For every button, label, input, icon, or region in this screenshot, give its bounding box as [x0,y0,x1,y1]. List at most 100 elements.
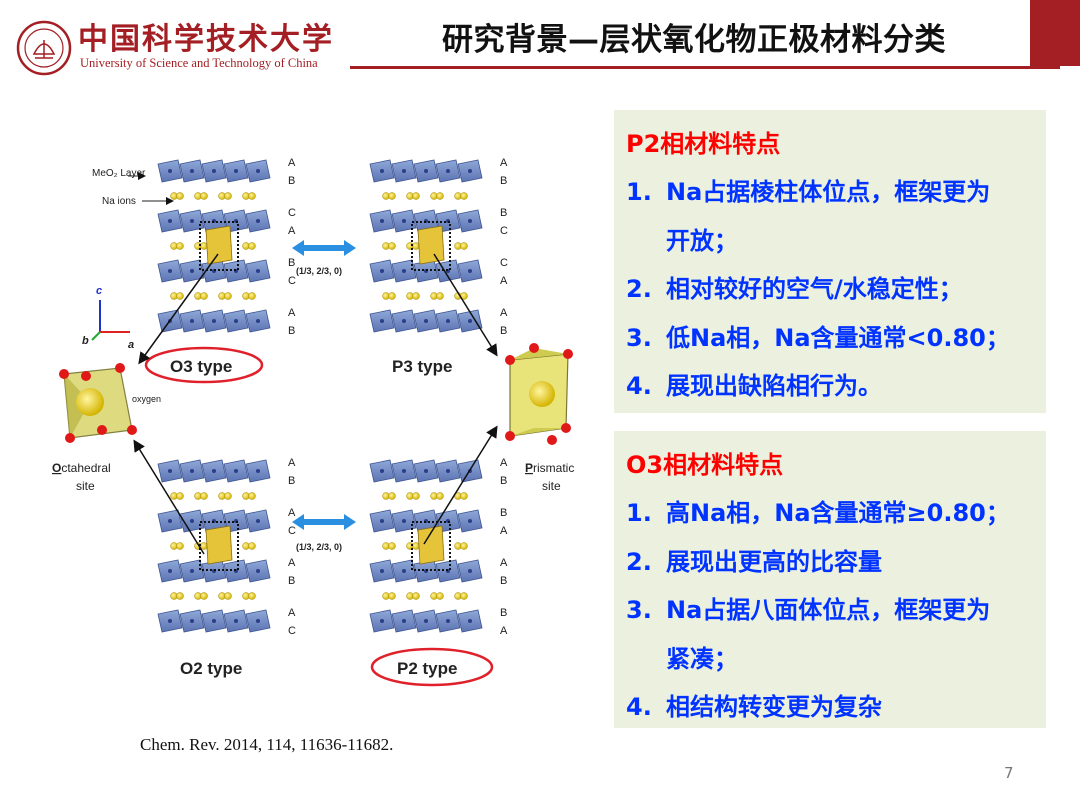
stacking-letter: A [288,307,296,319]
na-ion [388,242,396,250]
na-ion [436,592,444,600]
na-ion [460,492,468,500]
meo2-slab [157,509,271,533]
list-item: 3.低Na相，Na含量通常<0.80； [626,323,1010,352]
meo2-slab [369,309,483,333]
na-ion [176,592,184,600]
o2-type-label: O2 type [180,659,242,678]
na-ion [248,242,256,250]
page-number: 7 [1004,764,1014,782]
octahedral-site-polyhedron [59,363,137,443]
na-ion [412,592,420,600]
stacking-letter: C [288,525,296,537]
stacking-letter: A [500,307,508,319]
stacking-letter: B [500,507,507,519]
na-ion [412,192,420,200]
list-item: 1.Na占据棱柱体位点，框架更为开放； [626,178,991,255]
p2-highlight-ellipse [370,647,494,687]
na-ion [224,292,232,300]
na-ion [388,592,396,600]
list-item: 4.展现出缺陷相行为。 [626,372,882,400]
layered-structure-figure: MeO₂ Layer Na ions c b a (1/3, 2/3, 0) (… [40,150,600,690]
site-polyhedron [417,225,445,265]
na-ion [460,192,468,200]
unit-cell-box [199,521,239,571]
o3-highlight-ellipse [144,346,264,384]
meo2-slab [157,559,271,583]
prismatic-site-label: site [542,479,561,493]
stacking-letter: A [288,557,296,569]
meo2-slab [157,159,271,183]
o3-characteristics-list: 1.高Na相，Na含量通常≥0.80； 2.展现出更高的比容量 3.Na占据八面… [626,489,1034,732]
prismatic-site-polyhedron [505,343,573,445]
list-item: 2.展现出更高的比容量 [626,547,882,576]
na-ion [176,492,184,500]
site-polyhedron [205,225,233,265]
stacking-letter: B [288,575,295,587]
octahedral-site-label: site [76,479,95,493]
na-ion [436,192,444,200]
stacking-letter: B [500,475,507,487]
na-ion [176,242,184,250]
translation-arrow-bottom: (1/3, 2/3, 0) [292,514,356,552]
na-ion [200,292,208,300]
axis-b-label: b [82,335,89,347]
university-name-en: University of Science and Technology of … [80,56,318,70]
list-item: 4.相结构转变更为复杂 [626,693,882,721]
axis-indicator: c b a [82,285,134,351]
stacking-letter: A [500,557,508,569]
o3-type-label: O3 type [170,357,232,376]
university-name-cn: 中国科学技术大学 [78,22,334,57]
meo2-slab [369,559,483,583]
list-item: 2.相对较好的空气/水稳定性； [626,275,963,303]
na-ion [200,492,208,500]
na-ion [176,542,184,550]
na-ion [460,592,468,600]
octahedral-label: Octahedral [52,461,111,475]
p3-type-label: P3 type [392,357,452,376]
meo2-slab [369,609,483,633]
p2-type-label: P2 type [397,659,457,678]
na-ion [224,592,232,600]
citation: Chem. Rev. 2014, 114, 11636-11682. [140,735,394,754]
stacking-letter: A [288,507,296,519]
stacking-letter: B [500,175,507,187]
na-ion [388,492,396,500]
stacking-letter: A [500,525,508,537]
stacking-letter: A [288,457,296,469]
unit-cell-box [199,221,239,271]
meo2-slab [157,459,271,483]
na-ion [388,192,396,200]
p2-to-prismatic-arrow [423,425,498,545]
header-divider [350,66,1060,69]
meo2-slab [369,159,483,183]
stacking-letter: A [500,457,508,469]
o3-to-octahedral-arrow [138,253,219,365]
na-ions-label: Na ions [102,196,136,207]
stacking-letter: C [288,207,296,219]
na-ion [248,542,256,550]
stacking-letter: A [288,225,296,237]
axis-c-label: c [96,285,102,297]
p3-to-prismatic-arrow [433,253,498,357]
meo2-slab [369,259,483,283]
stacking-letter: C [288,625,296,637]
na-ion [224,192,232,200]
stacking-letter: B [500,325,507,337]
meo2-slab [369,459,483,483]
stacking-letter: A [288,157,296,169]
na-ion [460,542,468,550]
stacking-letter: A [288,607,296,619]
unit-cell-box [411,221,451,271]
na-ion [460,242,468,250]
o2-to-octahedral-arrow [133,439,205,555]
stacking-letter: B [288,475,295,487]
stacking-letter: A [500,275,508,287]
stacking-letter: A [500,625,508,637]
stacking-letter: B [288,175,295,187]
stacking-letter: B [288,257,295,269]
